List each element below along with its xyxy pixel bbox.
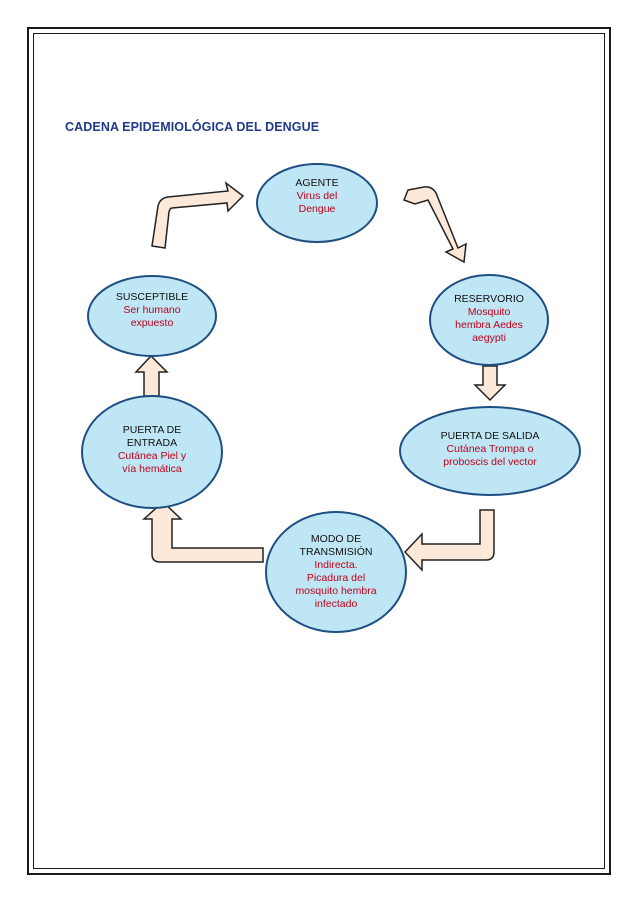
arrow-agente-to-reservorio (403, 186, 467, 264)
reservorio-head: RESERVORIO (454, 293, 524, 305)
modo-body-1: Indirecta. (314, 559, 358, 571)
arrow-salida-to-modo (403, 509, 495, 572)
arrow-reservorio-to-salida (473, 365, 507, 402)
modo-head-1: MODO DE (310, 533, 362, 545)
salida-body-1: Cutánea Trompa o (446, 443, 534, 455)
page-border-outer (27, 27, 611, 875)
label-puerta-entrada: PUERTA DE ENTRADA Cutánea Piel y vía hem… (82, 424, 222, 476)
arrow-modo-to-entrada (142, 500, 264, 563)
agente-body-1: Virus del (296, 190, 338, 202)
diagram-title: CADENA EPIDEMIOLÓGICA DEL DENGUE (65, 120, 320, 134)
agente-head: AGENTE (295, 177, 339, 189)
entrada-body-2: vía hemática (122, 463, 182, 475)
modo-body-4: infectado (314, 598, 358, 610)
agente-body-2: Dengue (298, 203, 336, 215)
node-reservorio (429, 274, 549, 366)
arrow-susceptible-to-agente (151, 181, 245, 249)
label-modo-transmision: MODO DE TRANSMISIÓN Indirecta. Picadura … (266, 533, 406, 611)
node-agente (256, 163, 378, 243)
label-reservorio: RESERVORIO Mosquito hembra Aedes aegypti (430, 293, 548, 345)
node-puerta-entrada (81, 395, 223, 509)
label-susceptible: SUSCEPTIBLE Ser humano expuesto (88, 291, 216, 330)
label-puerta-salida: PUERTA DE SALIDA Cutánea Trompa o probos… (400, 430, 580, 469)
node-modo-transmision (265, 511, 407, 633)
label-agente: AGENTE Virus del Dengue (257, 177, 377, 216)
salida-body-2: proboscis del vector (443, 456, 537, 468)
reservorio-body-1: Mosquito (467, 306, 511, 318)
entrada-head-1: PUERTA DE (122, 424, 182, 436)
reservorio-body-2: hembra Aedes (455, 319, 523, 331)
modo-body-2: Picadura del (306, 572, 366, 584)
modo-body-3: mosquito hembra (295, 585, 377, 597)
node-susceptible (87, 275, 217, 357)
reservorio-body-3: aegypti (472, 332, 506, 344)
susceptible-head: SUSCEPTIBLE (115, 291, 189, 303)
entrada-head-2: ENTRADA (126, 437, 178, 449)
salida-head: PUERTA DE SALIDA (440, 430, 540, 442)
page-border-inner (33, 33, 605, 869)
susceptible-body-1: Ser humano (123, 304, 181, 316)
node-puerta-salida (399, 406, 581, 496)
susceptible-body-2: expuesto (130, 317, 174, 329)
arrow-entrada-to-susceptible (134, 354, 169, 397)
entrada-body-1: Cutánea Piel y (117, 450, 187, 462)
modo-head-2: TRANSMISIÓN (299, 546, 373, 558)
